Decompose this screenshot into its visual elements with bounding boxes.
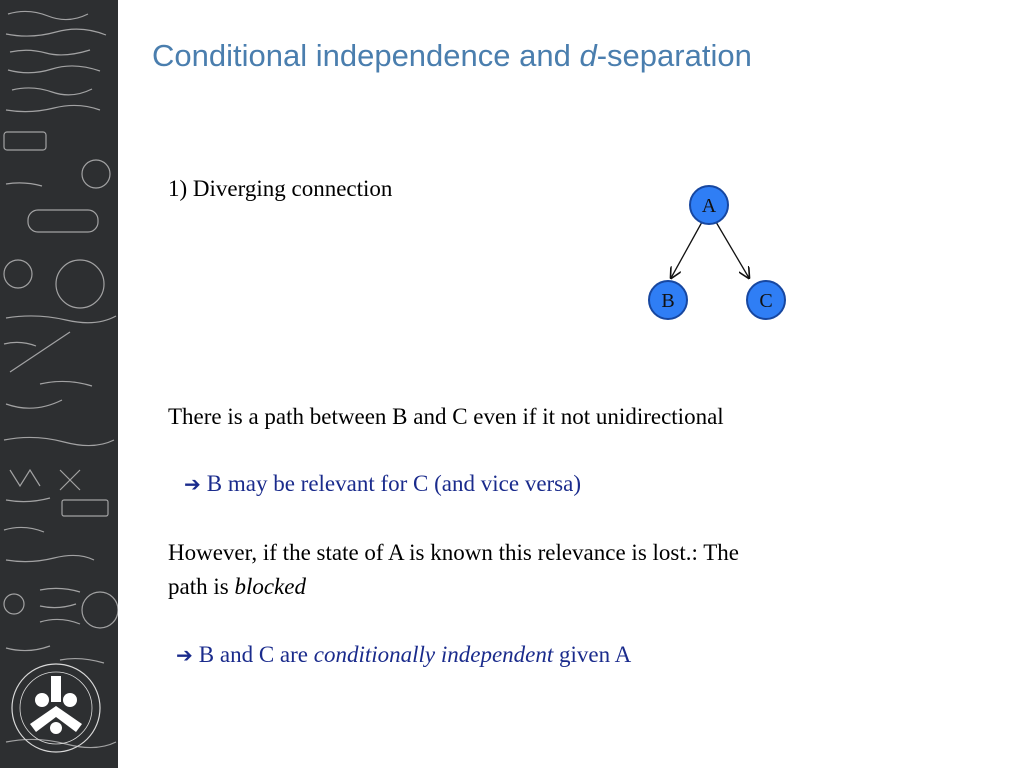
university-seal	[11, 663, 101, 753]
arrow-right-icon: ➔	[184, 472, 201, 496]
blocked-pre: path is	[168, 574, 235, 599]
edge-a-c	[715, 221, 749, 278]
diverging-connection-diagram: A B C	[648, 185, 786, 320]
independence-italic: conditionally independent	[313, 642, 554, 667]
blocked-statement-line1: However, if the state of A is known this…	[168, 540, 739, 565]
node-b-label: B	[661, 290, 674, 312]
chalkboard-sidebar	[0, 0, 118, 768]
path-statement: There is a path between B and C even if …	[168, 404, 724, 429]
title-pre: Conditional independence and	[152, 38, 580, 73]
bullet-independence: ➔B and C are conditionally independent g…	[176, 638, 631, 672]
edge-a-b	[671, 221, 703, 278]
title-italic: d	[579, 38, 597, 73]
independence-pre: B and C are	[198, 642, 314, 667]
chalkboard-doodles	[3, 10, 118, 753]
blocked-statement-line2: path is blocked	[168, 570, 306, 604]
node-b	[648, 280, 688, 320]
node-a-label: A	[702, 195, 717, 217]
node-c-label: C	[759, 290, 772, 312]
bullet-relevance: ➔B may be relevant for C (and vice versa…	[184, 467, 581, 501]
independence-post: given A	[553, 642, 632, 667]
slide-title: Conditional independence and d-separatio…	[152, 38, 752, 74]
node-a	[689, 185, 729, 225]
section-heading: 1) Diverging connection	[168, 176, 393, 201]
node-c	[746, 280, 786, 320]
bullet-relevance-text: B may be relevant for C (and vice versa)	[206, 471, 581, 496]
arrow-right-icon: ➔	[176, 643, 193, 667]
title-post: -separation	[596, 38, 752, 73]
blocked-italic: blocked	[234, 574, 306, 599]
